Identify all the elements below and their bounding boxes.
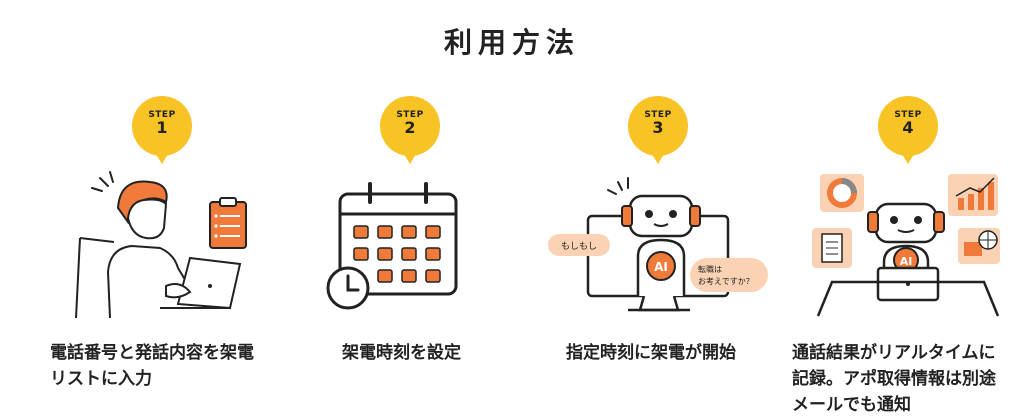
step-4-description: 通話結果がリアルタイムに 記録。アポ取得情報は別途 メールでも通知 xyxy=(792,343,996,415)
step-number: 2 xyxy=(404,118,416,137)
step-2: STEP 2 架電時刻を設定 xyxy=(286,0,526,416)
step-1-description: 電話番号と発話内容を架電 リストに入力 xyxy=(50,343,254,389)
person-laptop-illustration xyxy=(75,171,247,318)
ai-label: AI xyxy=(654,260,668,274)
sparkle-icon xyxy=(607,177,629,195)
clipboard-icon xyxy=(209,197,247,249)
calendar-icon xyxy=(338,182,458,296)
page-title: 利用方法 xyxy=(443,25,580,59)
step-label: STEP xyxy=(396,110,424,120)
pie-chart-icon xyxy=(820,174,864,212)
step-badge-1: STEP 1 xyxy=(132,96,192,164)
svg-text:もしもし: もしもし xyxy=(561,241,597,252)
speech-bubble-right: 転職は お考えですか？ xyxy=(690,258,768,292)
step-number: 1 xyxy=(156,118,168,137)
monitor-robot-illustration: AI もしもし 転職は お考えですか？ xyxy=(548,177,768,312)
step-badge-2: STEP 2 xyxy=(380,96,440,164)
step-4: STEP 4 xyxy=(784,0,1024,416)
step-badge-4: STEP 4 xyxy=(878,96,938,164)
robot-dashboard-illustration: AI xyxy=(812,174,1000,317)
step-label: STEP xyxy=(894,110,922,120)
speech-bubble-left: もしもし xyxy=(548,234,610,256)
step-label: STEP xyxy=(148,110,176,120)
step-3: STEP 3 AI もしもし 転職は お考えですか？ xyxy=(534,0,774,416)
mail-globe-icon xyxy=(958,228,1000,264)
step-3-description: 指定時刻に架電が開始 xyxy=(566,343,736,363)
step-number: 3 xyxy=(652,118,664,137)
step-number: 4 xyxy=(902,118,914,137)
svg-text:お考えですか？: お考えですか？ xyxy=(698,277,754,286)
calendar-clock-illustration xyxy=(326,182,458,310)
bar-chart-icon xyxy=(948,174,998,216)
step-2-description: 架電時刻を設定 xyxy=(342,343,461,363)
sparkle-icon xyxy=(91,171,114,192)
document-icon xyxy=(812,228,852,268)
svg-text:転職は: 転職は xyxy=(698,265,722,274)
step-badge-3: STEP 3 xyxy=(628,96,688,164)
ai-label: AI xyxy=(900,255,913,268)
robot-icon: AI xyxy=(621,194,701,296)
clock-icon xyxy=(326,266,370,310)
step-label: STEP xyxy=(644,110,672,120)
step-1: STEP 1 電話番号と発話内容を架電 リストに入力 xyxy=(40,0,280,416)
